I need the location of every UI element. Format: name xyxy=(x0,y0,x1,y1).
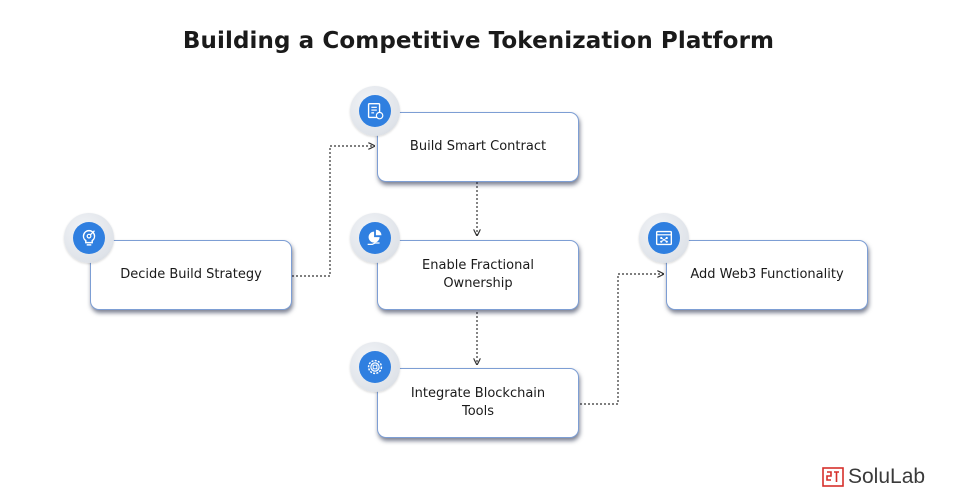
step-label: Enable Fractional Ownership xyxy=(422,258,534,291)
page-title: Building a Competitive Tokenization Plat… xyxy=(182,28,775,54)
connector-blockchain-to-web3 xyxy=(580,274,663,405)
web3-network-icon xyxy=(639,213,689,263)
blockchain-gear-icon xyxy=(350,342,400,392)
logo-text: SoluLab xyxy=(848,465,926,488)
step-label: Build Smart Contract xyxy=(409,139,547,154)
solulab-logo: SoluLab xyxy=(822,464,925,490)
step-label: Integrate Blockchain Tools xyxy=(410,386,546,419)
step-integrate-blockchain-tools: Integrate Blockchain Tools xyxy=(377,368,579,438)
step-build-smart-contract: Build Smart Contract xyxy=(377,112,579,182)
step-label: Add Web3 Functionality xyxy=(690,267,844,282)
contract-document-icon xyxy=(350,86,400,136)
solulab-logo-icon xyxy=(822,467,844,487)
pie-chart-hand-icon xyxy=(350,213,400,263)
step-enable-fractional-ownership: Enable Fractional Ownership xyxy=(377,240,579,310)
lightbulb-target-icon xyxy=(64,213,114,263)
step-add-web3-functionality: Add Web3 Functionality xyxy=(666,240,868,310)
step-label: Decide Build Strategy xyxy=(120,267,262,282)
step-decide-build-strategy: Decide Build Strategy xyxy=(90,240,292,310)
